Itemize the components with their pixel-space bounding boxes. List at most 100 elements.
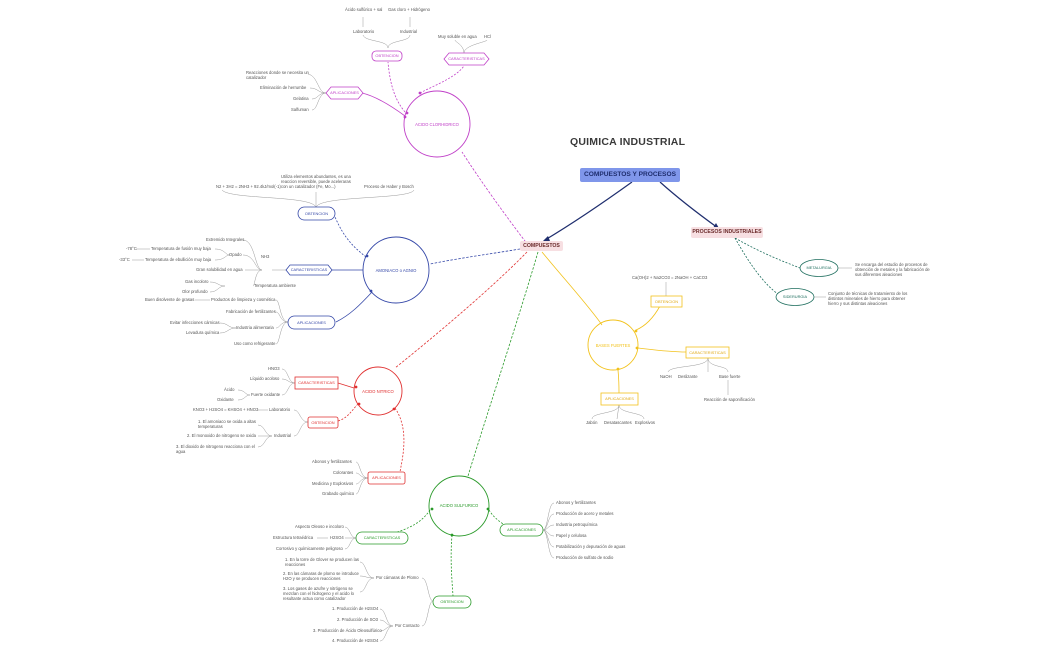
nitrico-ind-1: 1. El amoniaco se oxida a altas temperat… bbox=[198, 419, 256, 429]
compuestos-node[interactable]: COMPUESTOS bbox=[520, 241, 563, 251]
root-node[interactable]: COMPUESTOS Y PROCESOS bbox=[580, 168, 680, 182]
bases-obtencion[interactable]: OBTENCION bbox=[654, 299, 679, 304]
bases-car-1: NaOH bbox=[660, 374, 672, 379]
clorhidrico-apl-4: Salfuman bbox=[291, 107, 309, 112]
nitrico-apl-1: Abonos y fertilizantes bbox=[312, 459, 352, 464]
amoniaco-obt-desc: Utiliza elementos abundantes, es una rea… bbox=[281, 174, 351, 189]
sulfurico-node[interactable]: ACIDO SULFURICO bbox=[439, 503, 479, 508]
sulfurico-obtencion[interactable]: OBTENCION bbox=[440, 599, 464, 604]
amoniaco-apl-1: Productos de limpieza y cosmética bbox=[211, 297, 276, 302]
sulfurico-camaras-2: 2. En las cámaras de plomo se introduce … bbox=[283, 571, 359, 581]
metalurgia-desc: Se encarga del estudio de procesos de ob… bbox=[855, 262, 930, 277]
bases-apl-2: Desatascantes bbox=[604, 420, 632, 425]
amoniaco-apl-4: Uso como refrigerante bbox=[234, 341, 276, 346]
bases-caracteristicas[interactable]: CARACTERISTICAS bbox=[689, 350, 726, 355]
siderurgia-node[interactable]: SIDERURGIA bbox=[782, 294, 808, 299]
nitrico-node[interactable]: ACIDO NITRICO bbox=[362, 389, 394, 394]
sulfurico-contacto-1: 1. Producción de H2SO4 bbox=[332, 606, 379, 611]
nitrico-lab-formula: KNO3 + H2SO4 = KHSO4 + HNO3 bbox=[193, 407, 259, 412]
metalurgia-node[interactable]: METALURGIA bbox=[806, 265, 832, 270]
amoniaco-apl-sub-2: Evitar infecciones cárnicas bbox=[170, 320, 220, 325]
bases-formula: Ca(OH)2 + Na2CO3 = 2NaOH + CaCO3 bbox=[632, 275, 708, 280]
sulfurico-camaras-1: 1. En la torre de Glover se producen las… bbox=[285, 557, 360, 567]
amoniaco-temp-2: Temperatura de ebullición muy baja bbox=[145, 257, 212, 262]
sulfurico-car-2: H2SO4 bbox=[330, 535, 344, 540]
amoniaco-temp-1: Temperatura de fusión muy baja bbox=[151, 246, 211, 251]
amoniaco-car-3: Gran solubilidad en agua bbox=[196, 267, 243, 272]
amoniaco-obtencion[interactable]: OBTENCION bbox=[304, 211, 329, 216]
sulfurico-car-1: Aspecto Oleoso e incoloro bbox=[295, 524, 344, 529]
clorhidrico-lab: Laboratorio bbox=[353, 29, 375, 34]
amoniaco-aplicaciones[interactable]: APLICACIONES bbox=[297, 320, 326, 325]
amoniaco-apl-sub-3: Levadura química bbox=[186, 330, 220, 335]
bases-aplicaciones[interactable]: APLICACIONES bbox=[605, 396, 634, 401]
nitrico-car-2: Líquido acoloso bbox=[250, 376, 280, 381]
sulfurico-apl-1: Abonos y fertilizantes bbox=[556, 500, 596, 505]
clorhidrico-car2: HCl bbox=[484, 34, 491, 39]
amoniaco-caracteristicas[interactable]: CARACTERISTICAS bbox=[290, 267, 328, 272]
bases-car-3: Base fuerte bbox=[719, 374, 741, 379]
amoniaco-val-1: -78°C bbox=[126, 246, 137, 251]
amoniaco-car-4: Temperatura ambiente bbox=[254, 283, 296, 288]
nitrico-ind-3: 3. El dioxido de nitrogeno reacciona con… bbox=[176, 444, 255, 454]
nitrico-car-sub-1: Ácido bbox=[224, 387, 235, 392]
amoniaco-val-2: -33°C bbox=[119, 257, 130, 262]
sulfurico-contacto-2: 2. Producción de SO3 bbox=[337, 617, 378, 622]
nitrico-car-3: Fuerte oxidante bbox=[251, 392, 281, 397]
clorhidrico-caracteristicas[interactable]: CARACTERISTICAS bbox=[448, 56, 485, 61]
clorhidrico-apl-1: Reacciones donde se necesita un cataliza… bbox=[246, 70, 309, 80]
bases-apl-3: Explosivos bbox=[635, 420, 656, 425]
nitrico-car-sub-2: Oxidante bbox=[217, 397, 234, 402]
nitrico-apl-3: Medicina y Explosivos bbox=[312, 481, 354, 486]
nitrico-lab: Laboratorio bbox=[269, 407, 291, 412]
nitrico-ind-2: 2. El monoxido de nitrogeno se oxida bbox=[187, 433, 256, 438]
clorhidrico-lab-formula: Ácido sulfúrico + sal bbox=[345, 7, 383, 12]
clorhidrico-ind: Industrial bbox=[400, 29, 417, 34]
clorhidrico-obtencion[interactable]: OBTENCION bbox=[375, 53, 399, 58]
sulfurico-caracteristicas[interactable]: CARACTERISTICAS bbox=[363, 535, 401, 540]
procesos-node[interactable]: PROCESOS INDUSTRIALES bbox=[691, 227, 763, 238]
nitrico-apl-2: Colorantes bbox=[333, 470, 354, 475]
sulfurico-apl-2: Producción de acero y metales bbox=[556, 511, 614, 516]
nitrico-ind: Industrial bbox=[274, 433, 291, 438]
sulfurico-contacto-3: 3. Producción de Ácido Oleosulfúrico bbox=[313, 628, 382, 633]
sulfurico-car-sub: Estructura tetraédrica bbox=[273, 535, 314, 540]
clorhidrico-ind-formula: Gas cloro + Hidrógeno bbox=[388, 7, 431, 12]
clorhidrico-apl-2: Eliminación de herrumbe bbox=[260, 85, 307, 90]
sulfurico-apl-4: Papel y celulosa bbox=[556, 533, 587, 538]
nitrico-caracteristicas[interactable]: CARACTERISTICAS bbox=[298, 380, 335, 385]
siderurgia-desc: Conjunto de técnicas de tratamiento de l… bbox=[828, 291, 908, 306]
clorhidrico-car1: Muy soluble en agua bbox=[438, 34, 477, 39]
bases-node[interactable]: BASES FUERTES bbox=[595, 343, 631, 348]
nitrico-obtencion[interactable]: OBTENCION bbox=[311, 420, 335, 425]
amoniaco-nh3: NH3 bbox=[261, 254, 270, 259]
clorhidrico-aplicaciones[interactable]: APLICACIONES bbox=[330, 90, 359, 95]
sulfurico-contacto-4: 4. Producción de H2SO4 bbox=[332, 638, 379, 643]
amoniaco-node[interactable]: AMONIACO o AGNIO bbox=[375, 268, 417, 273]
nitrico-aplicaciones[interactable]: APLICACIONES bbox=[372, 475, 401, 480]
amoniaco-formula: N2 + 3H2 = 2NH3 + 92.4kJ/mol(-1) bbox=[216, 184, 281, 189]
sulfurico-camaras: Por cámaras de Plomo bbox=[376, 575, 419, 580]
clorhidrico-apl-3: Gelatina bbox=[293, 96, 309, 101]
bases-apl-1: Jabón bbox=[586, 420, 598, 425]
bases-car-sub: Reacción de saponificación bbox=[704, 397, 755, 402]
sulfurico-contacto: Por Contacto bbox=[395, 623, 420, 628]
bases-car-2: Deslizante bbox=[678, 374, 698, 379]
amoniaco-gas-2: Olor profundo bbox=[182, 289, 208, 294]
sulfurico-aplicaciones[interactable]: APLICACIONES bbox=[507, 527, 536, 532]
amoniaco-apl-3: Industria alimentaria bbox=[236, 325, 274, 330]
sulfurico-apl-3: Industria petroquímica bbox=[556, 522, 598, 527]
page-title: QUIMICA INDUSTRIAL bbox=[570, 136, 686, 148]
amoniaco-obt-proc: Proceso de Haber y Bosch bbox=[364, 184, 414, 189]
amoniaco-car-1: Extremido Integrales bbox=[206, 237, 245, 242]
amoniaco-apl-2: Fabricación de fertilizantes bbox=[226, 309, 276, 314]
amoniaco-gas-1: Gas incoloro bbox=[185, 279, 209, 284]
nitrico-apl-4: Grabado químico bbox=[322, 491, 355, 496]
sulfurico-camaras-3: 3. Los gases de azufre y nitrógeno se me… bbox=[283, 586, 354, 601]
sulfurico-apl-6: Producción de sulfato de sodio bbox=[556, 555, 614, 560]
amoniaco-car-2: Opado bbox=[229, 252, 242, 257]
clorhidrico-node[interactable]: ACIDO CLORHIDRICO bbox=[415, 122, 459, 127]
sulfurico-apl-5: Potabilización y depuración de aguas bbox=[556, 544, 626, 549]
nitrico-car-1: HNO3 bbox=[268, 366, 280, 371]
